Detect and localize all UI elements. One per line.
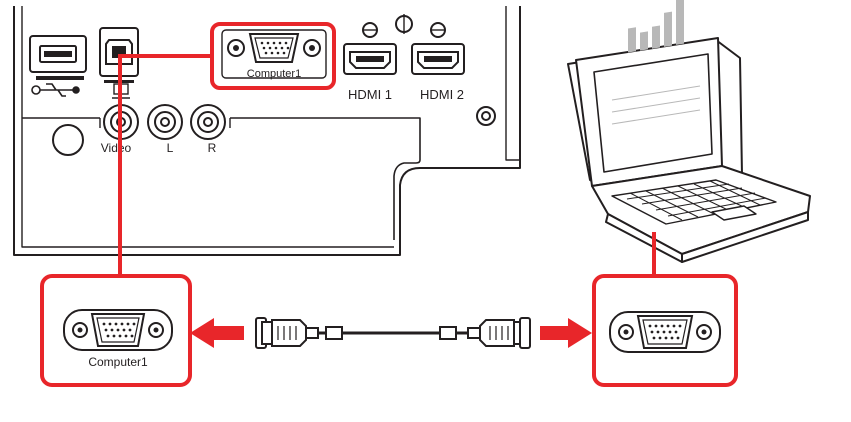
vga-port-icon [63,309,173,351]
hdmi1-label: HDMI 1 [348,87,392,102]
projector-rear-panel [13,6,521,256]
kensington-lock-icon [52,124,84,156]
usb-symbol-icon [31,83,80,97]
rca-jack-icon [147,104,183,140]
vga-port-icon [609,311,721,353]
usb-b-port-icon [99,27,139,83]
screw-icon [395,14,413,34]
video-label: Video [101,141,132,155]
usb-a-port-icon [29,35,87,80]
rca-jack-icon [190,104,226,140]
lower-recess-panel [22,117,421,240]
hdmi-port-icon [411,22,465,75]
vga-port-icon [221,29,327,79]
hdmi-port-icon [343,22,397,75]
arrow-left-icon [190,318,244,348]
zoom-computer1-label: Computer1 [88,355,148,369]
projector-body-inner-line [21,6,394,248]
screen-chart-icon [628,0,684,53]
round-button-icon [476,106,496,126]
arrow-right-icon [540,318,592,348]
computer1-port-label: Computer1 [247,68,301,80]
screen-chart-gridlines [611,85,701,125]
leader-line-projector [118,54,212,276]
hdmi2-label: HDMI 2 [420,87,464,102]
laptop-icon [567,0,811,263]
audio-l-label: L [167,141,174,155]
vga-cable-icon [255,317,531,349]
audio-r-label: R [208,141,217,155]
projector-body-outline [13,6,521,256]
